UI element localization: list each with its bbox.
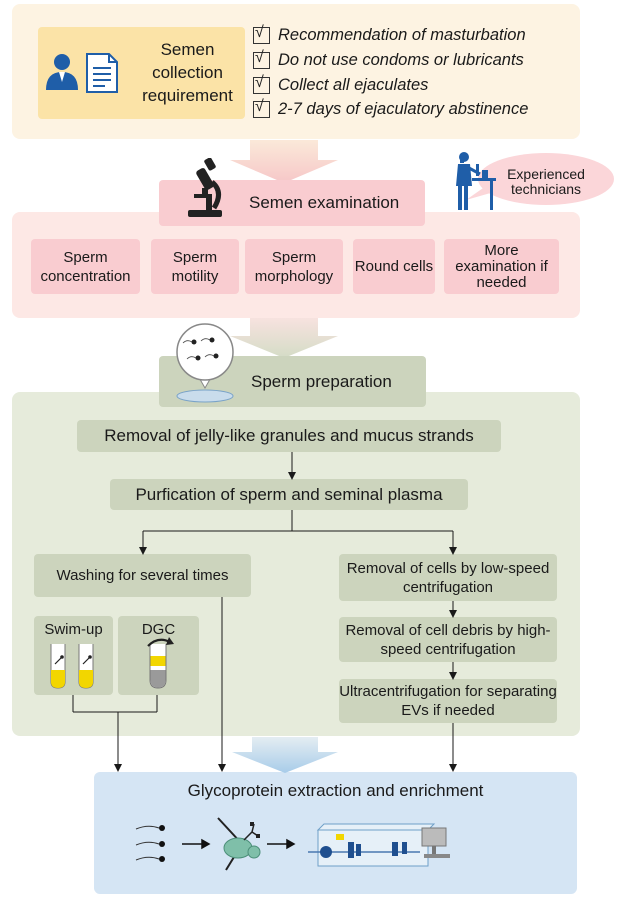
step-high-speed: Removal of cell debris by high-speed cen… <box>339 617 557 662</box>
exam-item-more: More examination if needed <box>444 239 559 294</box>
step-low-speed: Removal of cells by low-speed centrifuga… <box>339 554 557 601</box>
checkbox-icon <box>253 98 270 118</box>
computer-icon <box>421 827 450 858</box>
exam-item-round-cells: Round cells <box>353 239 435 294</box>
workflow-illustration <box>135 817 450 871</box>
swim-up-box <box>34 616 113 695</box>
flow-arrow-3 <box>232 737 338 773</box>
swim-up-label: Swim-up <box>44 621 103 638</box>
technician-icon <box>456 152 496 210</box>
examination-title-box: Semen examination <box>159 180 425 226</box>
step-remove-granules: Removal of jelly-like granules and mucus… <box>77 420 501 452</box>
checkbox-icon <box>253 74 270 94</box>
collection-requirement-box <box>38 27 245 119</box>
checkbox-icon <box>253 24 270 44</box>
flow-arrow-2 <box>230 318 338 358</box>
mass-spectrometer-icon <box>308 823 436 867</box>
exam-item-morphology: Sperm morphology <box>245 239 343 294</box>
document-icon <box>86 53 118 93</box>
requirement-item: Do not use condoms or lubricants <box>253 49 524 70</box>
speech-bubble <box>466 153 614 205</box>
flow-arrow-1 <box>230 140 338 183</box>
dgc-tube-icon <box>147 637 174 689</box>
glycoprotein-icon <box>217 817 261 871</box>
requirement-item: 2-7 days of ejaculatory abstinence <box>253 98 528 119</box>
sperm-dish-icon <box>176 323 234 403</box>
swim-up-tubes-icon <box>50 644 94 689</box>
step-purification: Purfication of sperm and seminal plasma <box>110 479 468 510</box>
collection-requirement-label: Semen collection requirement <box>142 40 233 105</box>
exam-item-motility: Sperm motility <box>151 239 239 294</box>
dgc-label: DGC <box>141 621 176 638</box>
technicians-label: Experienced technicians <box>507 166 585 197</box>
step-washing: Washing for several times <box>34 554 251 597</box>
person-icon <box>46 54 78 90</box>
preparation-title: Sperm preparation <box>251 371 392 391</box>
sperm-icon <box>135 825 165 862</box>
requirement-item: Recommendation of masturbation <box>253 24 526 45</box>
output-title: Glycoprotein extraction and enrichment <box>187 781 484 800</box>
exam-item-concentration: Sperm concentration <box>31 239 140 294</box>
examination-title: Semen examination <box>249 193 400 212</box>
microscope-icon <box>188 158 222 217</box>
step-ultracentrifugation: Ultracentrifugation for separating EVs i… <box>339 679 557 723</box>
checkbox-icon <box>253 49 270 69</box>
requirement-item: Collect all ejaculates <box>253 74 428 95</box>
